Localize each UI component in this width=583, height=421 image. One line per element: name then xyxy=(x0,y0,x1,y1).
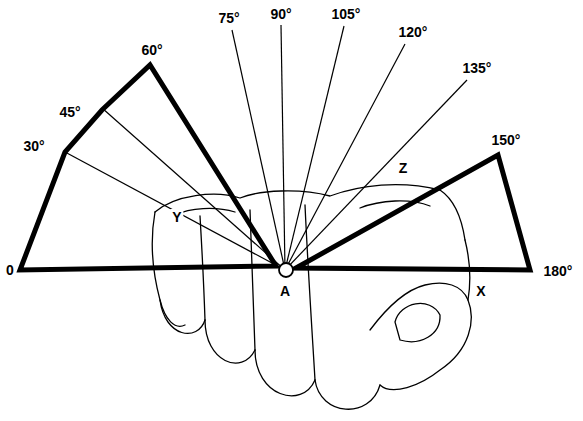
thumbnail xyxy=(395,303,440,341)
zero-mark: 0 xyxy=(4,262,16,278)
thumb xyxy=(370,283,471,390)
angle-mark: 150° xyxy=(490,132,523,148)
angle-mark: 180° xyxy=(542,263,575,279)
angle-rays xyxy=(65,25,467,270)
fist-drawing xyxy=(152,185,471,410)
finger-crease xyxy=(305,205,315,380)
left-angle-outline xyxy=(20,65,276,270)
angle-mark: 120° xyxy=(397,24,430,40)
angle-ray xyxy=(285,44,405,270)
finger xyxy=(315,380,380,409)
angle-mark: 90° xyxy=(268,6,293,22)
point-letter: X xyxy=(474,283,487,299)
point-letter: A xyxy=(278,283,292,299)
angle-mark: 105° xyxy=(330,6,363,22)
knuckle-crease xyxy=(175,208,235,215)
finger xyxy=(255,350,315,396)
finger xyxy=(205,320,255,363)
sighting-triangles xyxy=(20,65,530,270)
angle-ray xyxy=(65,152,285,270)
angle-mark: 45° xyxy=(57,104,82,120)
angle-mark: 75° xyxy=(216,10,241,26)
angle-ray xyxy=(285,26,344,270)
angle-mark: 30° xyxy=(21,138,46,154)
point-letter: Y xyxy=(170,209,183,225)
knuckle-crease xyxy=(360,201,430,208)
angle-mark: 135° xyxy=(461,60,494,76)
finger xyxy=(160,300,205,333)
angle-ray xyxy=(285,80,467,270)
right-angle-outline xyxy=(296,155,530,270)
angle-ray xyxy=(281,25,285,270)
angle-mark: 60° xyxy=(139,42,164,58)
point-letter: Z xyxy=(397,160,410,176)
vertex-circle xyxy=(279,263,293,277)
